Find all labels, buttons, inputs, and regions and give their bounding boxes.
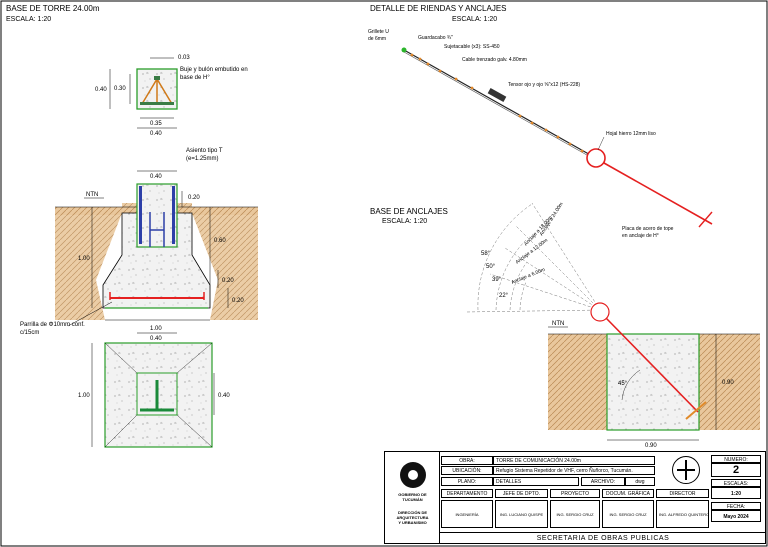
dim-090a: 0.90 (722, 380, 734, 386)
docum-header: DOCUM. GRÁFICA (602, 489, 654, 498)
hojal-label: Hojal hierro 12mm liso (606, 131, 656, 137)
dim-035: 0.35 (150, 121, 162, 127)
logo-text-4: ARQUITECTURA (396, 515, 429, 520)
angle-58: 58° (481, 251, 491, 257)
sujetacable-label: Sujetacable (x3): SS-450 (444, 44, 500, 50)
obra-label: OBRA: (441, 456, 493, 465)
anchor-6-label: Anclaje a 6.00m (511, 267, 546, 286)
anchor-ring (590, 302, 610, 322)
asiento-t (149, 212, 165, 247)
tensor (487, 88, 507, 102)
dim-090b: 0.90 (645, 443, 657, 449)
asiento-plan (140, 380, 174, 412)
dim-020a: 0.20 (188, 195, 200, 201)
dim-040b: 0.40 (150, 131, 162, 137)
soil-right (177, 203, 258, 320)
asiento-label-1: Asiento tipo T (186, 148, 223, 154)
ntn-anclaje: NTN (552, 321, 564, 327)
proyecto-header: PROYECTO (550, 489, 600, 498)
soil-left (55, 203, 137, 320)
grillete-label-1: Grillete U (368, 29, 389, 35)
riendas-detail: DETALLE DE RIENDAS Y ANCLAJES ESCALA: 1:… (368, 4, 713, 228)
dim-100a: 1.00 (78, 256, 90, 262)
dim-003: 0.03 (178, 55, 190, 61)
departamento-header: DEPARTAMENTO (441, 489, 493, 498)
buje-label-2: base de H° (180, 75, 210, 81)
hojal-ring (586, 148, 606, 168)
guy-cable (403, 49, 595, 158)
anchor-rod (603, 162, 713, 225)
placa-label-2: en anclaje de H° (622, 233, 659, 239)
dim-020b: 0.20 (222, 278, 234, 284)
escalas-value: 1:20 (711, 487, 761, 499)
dim-020c: 0.20 (232, 298, 244, 304)
anchor-rod-section (605, 317, 699, 413)
anchor-block (606, 333, 700, 431)
dim-100b: 1.00 (150, 326, 162, 332)
director-value: ING. ALFREDO QUINTEROS (656, 500, 709, 528)
proyecto-value: ING. SERGIO CRUZ (550, 500, 600, 528)
tensor-label: Tensor ojo y ojo ⅝"x12 (HS-228) (508, 82, 580, 88)
dim-030: 0.30 (114, 86, 126, 92)
numero-label: NUMERO: (711, 455, 761, 463)
angle-45: 45° (618, 381, 628, 387)
grillete (401, 47, 407, 53)
buje-label-1: Buje y bulón embutido en (180, 67, 248, 73)
placa-label-1: Placa de acero de tope (622, 226, 674, 232)
asiento-label-2: (e=1.25mm) (186, 156, 219, 162)
director-header: DIRECTOR (656, 489, 709, 498)
angle-50: 50° (486, 264, 496, 270)
archivo-value: dwg (625, 477, 655, 486)
parrilla-label-1: Parrilla de Φ10mm conf. (20, 322, 85, 328)
dim-040c: 0.40 (150, 174, 162, 180)
anclajes-title: BASE DE ANCLAJES (370, 207, 448, 216)
dim-100c: 1.00 (78, 393, 90, 399)
parrilla-label-2: c/15cm (20, 330, 39, 336)
angle-39: 39° (492, 277, 502, 283)
numero-value: 2 (711, 463, 761, 477)
ubicacion-label: UBICACIÓN: (441, 466, 493, 475)
grillete-label-2: de 6mm (368, 36, 386, 42)
plano-label: PLANO: (441, 477, 493, 486)
fecha-label: FECHA: (711, 502, 761, 510)
fecha-value: Mayo 2024 (711, 510, 761, 522)
logo-text-1: GOBIERNO DE (398, 492, 427, 497)
departamento-value: INGENIERÍA (441, 500, 493, 528)
dim-040e: 0.40 (218, 393, 230, 399)
docum-value: ING. SERGIO CRUZ (602, 500, 654, 528)
footer-secretaria: SECRETARIA DE OBRAS PUBLICAS (440, 532, 766, 543)
cable-label: Cable trenzado galv. 4.80mm (462, 57, 527, 63)
pedestal (136, 183, 178, 248)
provincial-seal-icon (400, 462, 426, 488)
logo-text-2: TUCUMÁN (402, 497, 423, 502)
plano-value: DETALLES (493, 477, 579, 486)
torre-title: BASE DE TORRE 24.00m (6, 4, 100, 13)
dim-040d: 0.40 (150, 336, 162, 342)
ntn-torre: NTN (86, 192, 98, 198)
base-torre-detail: BASE DE TORRE 24.00m ESCALA: 1:20 0.03 0… (6, 4, 258, 448)
torre-scale: ESCALA: 1:20 (6, 16, 51, 23)
dim-040a: 0.40 (95, 87, 107, 93)
archivo-label: ARCHIVO: (581, 477, 625, 486)
escalas-label: ESCALAS: (711, 479, 761, 487)
obra-value: TORRE DE COMUNICACIÓN 24.00m (493, 456, 655, 465)
anclajes-detail: BASE DE ANCLAJES ESCALA: 1:20 Placa de a… (370, 201, 760, 449)
anclajes-scale: ESCALA: 1:20 (382, 218, 427, 225)
logo-block: GOBIERNO DE TUCUMÁN DIRECCIÓN DE ARQUITE… (385, 452, 440, 543)
ubicacion-value: Refugio Sistema Repetidor de VHF, cerro … (493, 466, 655, 475)
logo-text-3: DIRECCIÓN DE (397, 510, 428, 515)
angle-22: 22° (499, 293, 509, 299)
guardacabo-label: Guardacabo ¾" (418, 35, 453, 41)
orientation-emblem-icon (672, 456, 700, 484)
riendas-scale: ESCALA: 1:20 (452, 16, 497, 23)
jefe-value: ING. LUCIANO QUISPE (495, 500, 548, 528)
jefe-header: JEFE DE DPTO. (495, 489, 548, 498)
riendas-title: DETALLE DE RIENDAS Y ANCLAJES (370, 4, 507, 13)
title-block: GOBIERNO DE TUCUMÁN DIRECCIÓN DE ARQUITE… (384, 451, 766, 544)
logo-text-5: Y URBANISMO (398, 520, 427, 525)
dim-060: 0.60 (214, 238, 226, 244)
